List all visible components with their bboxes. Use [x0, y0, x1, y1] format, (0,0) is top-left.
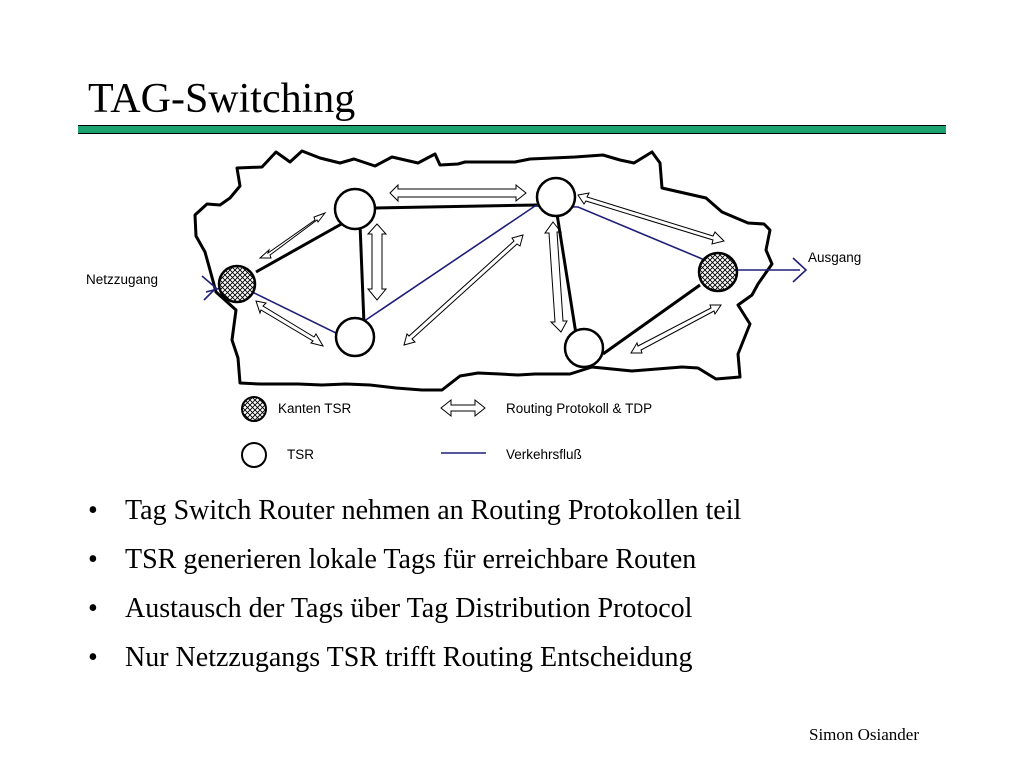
edge-tsr-egress [697, 251, 739, 293]
tsr-node [535, 176, 577, 218]
tsr-node [334, 316, 376, 358]
bullet-symbol: • [88, 544, 98, 575]
bullet-item: • Tag Switch Router nehmen an Routing Pro… [88, 486, 741, 535]
bullet-item: • Austausch der Tags über Tag Distributio… [88, 584, 741, 633]
bullet-item: • TSR generieren lokale Tags für erreichb… [88, 535, 741, 584]
bullet-text: Austausch der Tags über Tag Distribution… [125, 593, 693, 624]
legend-traffic-flow-label: Verkehrsfluß [506, 447, 582, 462]
network-cloud [193, 149, 774, 392]
legend-double-arrow-symbol [440, 398, 486, 418]
tag-switching-diagram: Netzzugang Ausgang Kanten TSR Routing Pr… [86, 149, 861, 468]
slide-title: TAG-Switching [88, 76, 356, 122]
routers [217, 176, 739, 369]
bullet-symbol: • [88, 495, 98, 526]
egress-label: Ausgang [808, 250, 861, 265]
legend-edge-tsr-symbol [241, 396, 267, 422]
network-links [255, 203, 701, 356]
tsr-node [563, 327, 605, 369]
bullet-symbol: • [88, 642, 98, 673]
author-footer: Simon Osiander [809, 725, 920, 744]
legend: Kanten TSR Routing Protokoll & TDP TSR V… [241, 396, 652, 468]
title-underline [78, 125, 946, 134]
double-arrow [366, 223, 388, 301]
bullet-symbol: • [88, 593, 98, 624]
bullet-list: • Tag Switch Router nehmen an Routing Pro… [88, 486, 741, 682]
routing-protocol-arrows [255, 183, 725, 354]
legend-tsr-symbol [241, 442, 267, 468]
ingress-label: Netzzugang [86, 272, 158, 287]
traffic-flow-arrowheads [201, 257, 808, 301]
legend-tsr-label: TSR [287, 447, 314, 462]
tsr-node [333, 187, 377, 231]
bullet-text: TSR generieren lokale Tags für erreichba… [125, 544, 697, 575]
bullet-item: • Nur Netzzugangs TSR trifft Routing Ents… [88, 633, 741, 682]
double-arrow [544, 221, 568, 333]
double-arrow [258, 211, 327, 259]
double-arrow [255, 300, 325, 347]
double-arrow [630, 304, 722, 354]
legend-edge-tsr-label: Kanten TSR [278, 401, 352, 416]
bullet-text: Tag Switch Router nehmen an Routing Prot… [125, 495, 742, 526]
legend-routing-protocol-label: Routing Protokoll & TDP [506, 401, 652, 416]
double-arrow [389, 183, 527, 203]
bullet-text: Nur Netzzugangs TSR trifft Routing Entsc… [125, 642, 693, 673]
double-arrow [403, 234, 524, 346]
edge-tsr-ingress [217, 264, 257, 304]
double-arrow [577, 192, 725, 245]
